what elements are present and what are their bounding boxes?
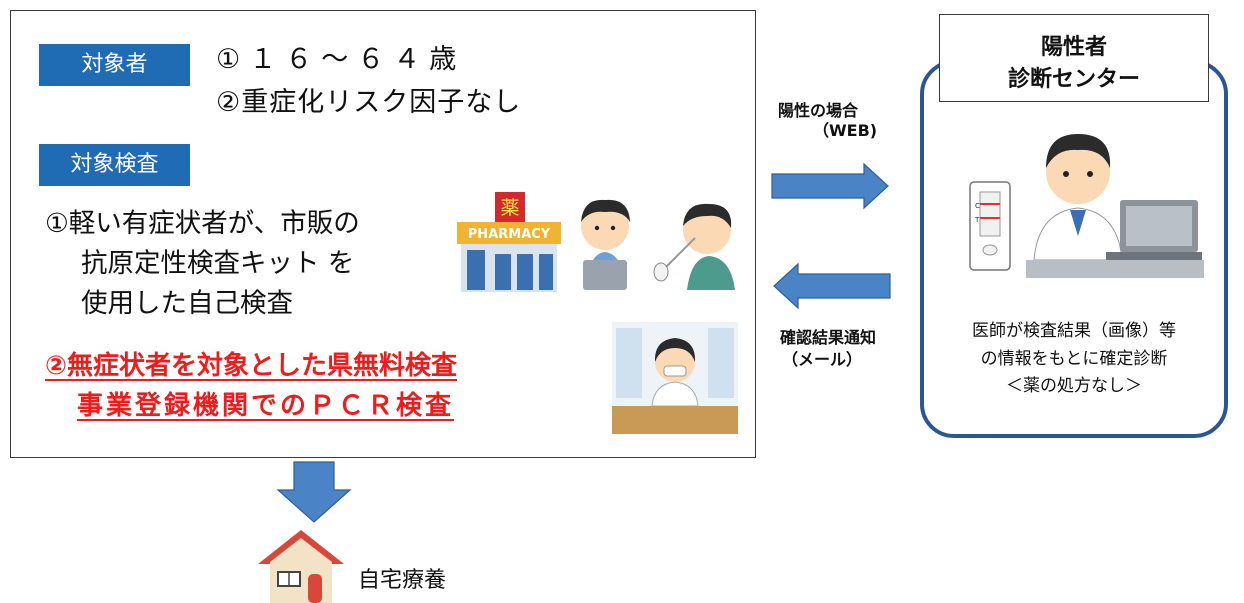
staff-person-icon <box>651 338 699 407</box>
self-test-illustration: 薬 PHARMACY <box>457 192 735 292</box>
criterion-no-risk: ②重症化リスク因子なし <box>216 87 522 118</box>
pharmacy-kanji: 薬 <box>500 197 519 219</box>
pharmacy-sign: PHARMACY <box>468 227 551 242</box>
nasal-swab-person-icon <box>653 203 735 290</box>
laptop-icon <box>1106 200 1202 260</box>
eligibility-panel: 対象者 ①１６～６４歳 ②重症化リスク因子なし 対象検査 ①軽い有症状者が、市販… <box>10 10 756 458</box>
center-description-line: ＜薬の処方なし＞ <box>1006 376 1142 396</box>
testing-staff-illustration <box>612 322 738 434</box>
doctor-person-icon <box>1033 134 1123 261</box>
target-test-tag: 対象検査 <box>39 144 190 186</box>
home-recuperation-label: 自宅療養 <box>358 568 447 593</box>
pharmacy-icon: 薬 PHARMACY <box>457 192 561 292</box>
method-1-line: 使用した自己検査 <box>81 288 293 319</box>
center-title-line: 陽性者 <box>1040 35 1107 60</box>
result-notice-label: 確認結果通知 <box>780 328 877 347</box>
method-2-line: ②無症状者を対象とした県無料検査 <box>45 351 458 381</box>
left-arrow <box>773 262 891 310</box>
method-2-line: 事業登録機関でのＰＣＲ検査 <box>77 391 455 421</box>
down-arrow <box>276 461 352 523</box>
web-label: （WEB) <box>813 121 878 140</box>
test-kit-icon: C T <box>969 181 1011 271</box>
method-1-line: ①軽い有症状者が、市販の <box>45 208 360 239</box>
target-person-tag: 対象者 <box>39 44 190 86</box>
center-title-line: 診断センター <box>1007 67 1140 92</box>
center-description-line: の情報をもとに確定診断 <box>980 349 1168 369</box>
positive-case-label: 陽性の場合 <box>778 101 859 120</box>
doctor-illustration: C T <box>969 134 1204 278</box>
person-with-laptop-icon <box>581 199 630 290</box>
mail-label: （メール） <box>782 350 863 369</box>
criterion-age: ①１６～６４歳 <box>216 44 466 75</box>
test-kit-mark: C <box>975 202 980 210</box>
diagnosis-center-title-box: 陽性者 診断センター <box>939 14 1209 102</box>
center-description-line: 医師が検査結果（画像）等 <box>972 321 1176 341</box>
house-icon <box>258 530 344 603</box>
method-1-line: 抗原定性検査キット を <box>81 248 355 279</box>
test-kit-mark: T <box>974 216 980 224</box>
right-arrow <box>771 162 889 210</box>
